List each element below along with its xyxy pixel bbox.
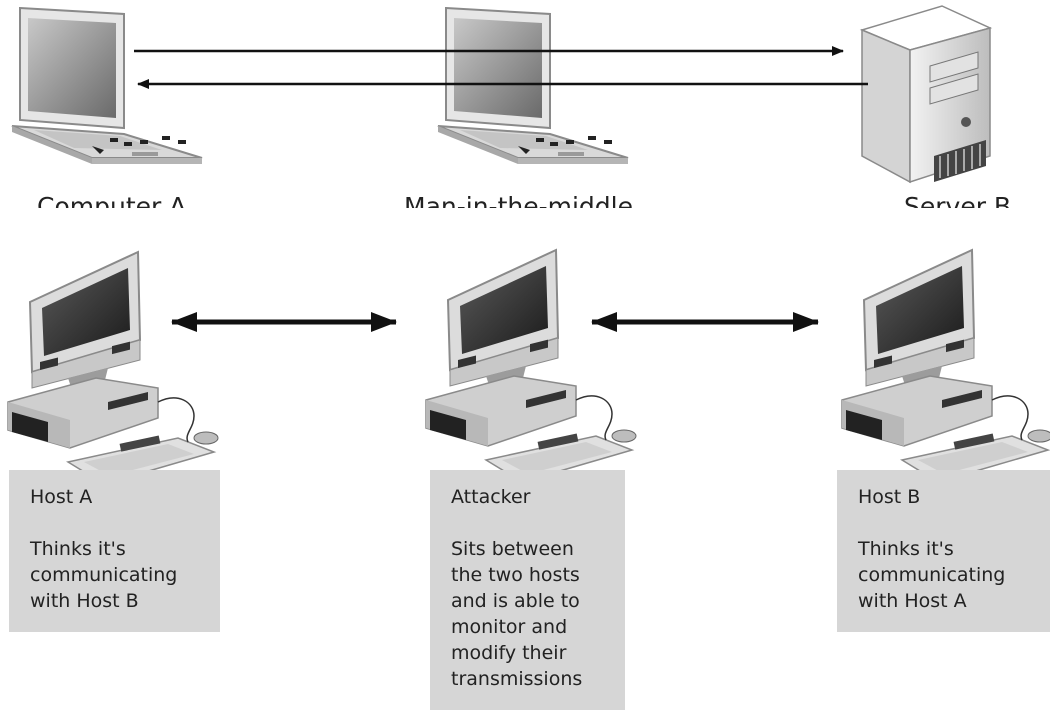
host-a-info-box: Host A Thinks it's communicating with Ho… bbox=[9, 470, 220, 632]
host-b-title: Host B bbox=[858, 486, 921, 508]
desktop-host-a-icon bbox=[7, 251, 219, 485]
attacker-description: Sits between the two hosts and is able t… bbox=[451, 538, 583, 690]
man-in-the-middle-label: Man-in-the-middle bbox=[404, 192, 633, 208]
host-a-description: Thinks it's communicating with Host B bbox=[30, 538, 178, 612]
laptop-man-in-the-middle-icon bbox=[437, 7, 629, 165]
desktop-host-b-icon bbox=[841, 249, 1050, 483]
attacker-info-box: Attacker Sits between the two hosts and … bbox=[430, 470, 625, 710]
server-b-label: Server B bbox=[904, 192, 1012, 208]
desktop-attacker-icon bbox=[425, 249, 637, 483]
laptop-computer-a-icon bbox=[11, 7, 203, 165]
attacker-title: Attacker bbox=[451, 486, 531, 508]
computer-a-label: Computer A bbox=[37, 192, 187, 208]
host-b-description: Thinks it's communicating with Host A bbox=[858, 538, 1006, 612]
server-b-icon bbox=[861, 5, 991, 183]
host-b-info-box: Host B Thinks it's communicating with Ho… bbox=[837, 470, 1050, 632]
host-a-title: Host A bbox=[30, 486, 93, 508]
